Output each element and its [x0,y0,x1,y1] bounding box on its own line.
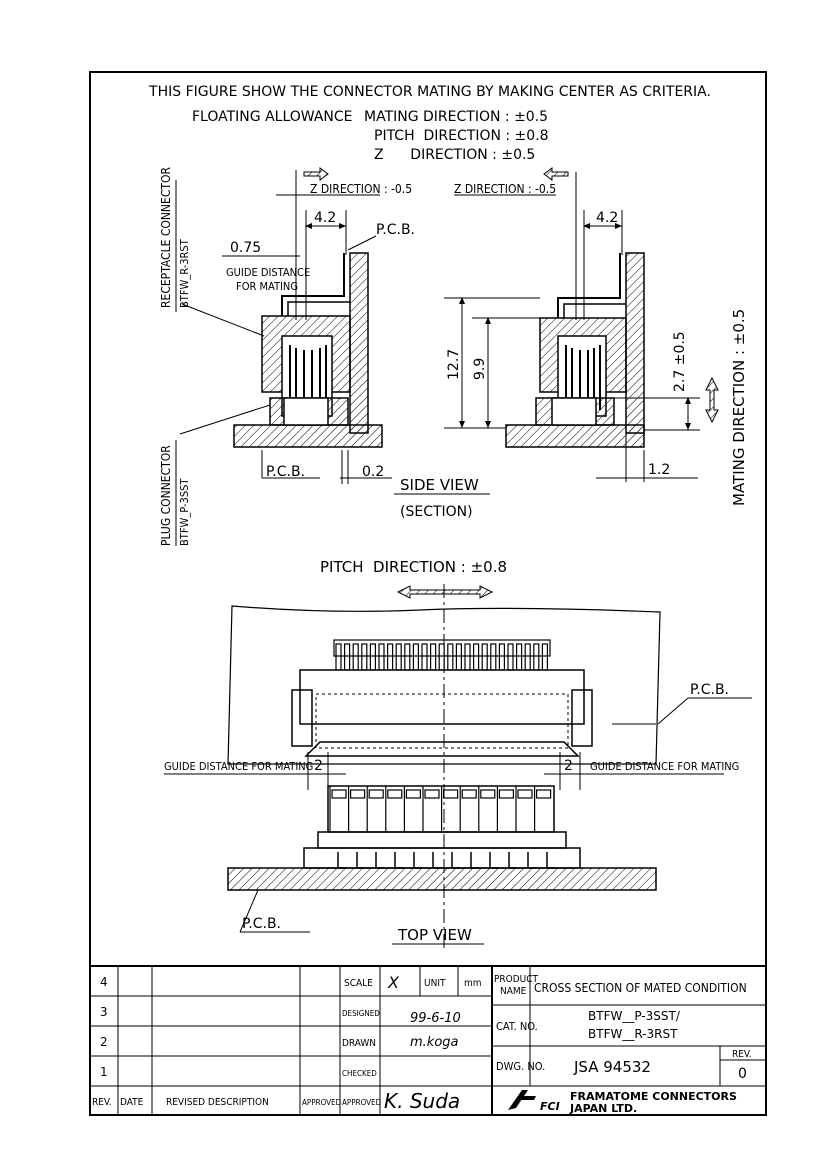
top-view-title: TOP VIEW [397,926,472,944]
title-block [90,965,766,1115]
dim-2-left: 2 [314,758,323,774]
pcb-label-top-view: P.C.B. [690,682,729,698]
pitch-direction-title: PITCH DIRECTION : ±0.8 [320,558,507,576]
side-view-right [505,252,645,448]
rev-row-1: 1 [100,1065,108,1079]
z-direction-arrow-left [303,167,329,181]
unit-value: mm [464,978,482,989]
guide-distance-label-1: GUIDE DISTANCE [226,266,310,279]
company-logo-text: FCI [540,1100,560,1113]
cat-no-2: BTFW__R-3RST [588,1027,678,1041]
plug-connector-label: PLUG CONNECTOR [159,445,173,546]
approved-label: APPROVED [342,1098,382,1107]
designed-date: 99-6-10 [410,1011,461,1026]
side-view-subtitle: (SECTION) [400,504,473,520]
company-name-1: FRAMATOME CONNECTORS [570,1090,737,1103]
mating-direction-vertical: MATING DIRECTION : ±0.5 [730,309,748,506]
header-note: THIS FIGURE SHOW THE CONNECTOR MATING BY… [148,84,711,100]
mating-direction-arrow [705,376,719,424]
pcb-label-top: P.C.B. [376,222,415,238]
pcb-label-bottom-top-view: P.C.B. [242,916,281,932]
product-name: CROSS SECTION OF MATED CONDITION [534,981,747,995]
top-view-pcb [227,605,661,765]
product-name-label-1: PRODUCT [494,974,539,985]
top-view-pcb-bottom [227,867,657,891]
rev-row-4: 4 [100,975,108,989]
designed-label: DESIGNED [342,1009,380,1018]
checked-label: CHECKED [342,1069,377,1078]
dim-2-right: 2 [564,758,573,774]
sheet-border [89,71,767,1116]
dim-1-2: 1.2 [648,462,670,478]
receptacle-part-number: BTFW_R-3RST [178,238,191,308]
rev-value: 0 [738,1066,747,1082]
floating-z: Z DIRECTION : ±0.5 [374,147,535,163]
guide-distance-right: GUIDE DISTANCE FOR MATING [590,760,739,773]
receptacle-connector-label: RECEPTACLE CONNECTOR [159,167,173,308]
col-date: DATE [120,1097,144,1108]
dim-4-2-left: 4.2 [314,210,336,226]
pcb-label-bottom: P.C.B. [266,464,305,480]
dim-0-75: 0.75 [230,240,261,256]
pcb-leader-right [657,697,689,725]
col-revised-description: REVISED DESCRIPTION [166,1097,269,1108]
scale-label: SCALE [344,978,373,989]
product-name-label-2: NAME [500,986,527,997]
cat-no-label: CAT. NO. [496,1020,538,1033]
top-view-plug [303,785,581,869]
rev-row-3: 3 [100,1005,108,1019]
cat-no-1: BTFW__P-3SST/ [588,1009,681,1023]
company-name-2: JAPAN LTD. [569,1102,637,1115]
approved-signature: K. Suda [384,1089,460,1113]
dim-12-7: 12.7 [446,349,462,380]
scale-value: X [387,973,400,992]
fci-logo-icon [508,1090,536,1110]
z-direction-left: Z DIRECTION : -0.5 [310,182,412,196]
col-rev: REV. [92,1097,112,1108]
dim-0-2: 0.2 [362,464,384,480]
guide-distance-label-2: FOR MATING [236,280,298,293]
pitch-direction-arrow [396,585,494,599]
dim-4-2-right: 4.2 [596,210,618,226]
guide-distance-left: GUIDE DISTANCE FOR MATING [164,760,313,773]
z-direction-arrow-right [543,167,569,181]
floating-pitch: PITCH DIRECTION : ±0.8 [374,128,549,144]
floating-mating: MATING DIRECTION : ±0.5 [364,109,548,125]
dwg-no-label: DWG. NO. [496,1060,545,1073]
dim-9-9: 9.9 [472,358,488,380]
plug-part-number: BTFW_P-3SST [178,478,191,546]
side-view-left-dimensions [179,170,392,484]
drawn-label: DRAWN [342,1038,376,1049]
top-view-guide-dims [164,752,724,790]
unit-label: UNIT [424,978,446,989]
dwg-no: JSA 94532 [573,1058,651,1076]
dim-2-7: 2.7 ±0.5 [672,331,688,392]
side-view-right-dimensions [444,172,700,482]
pcb-leader-bottom [239,889,259,933]
floating-allowance-label: FLOATING ALLOWANCE [192,109,353,125]
rev-row-2: 2 [100,1035,108,1049]
top-view-receptacle [291,639,656,757]
col-approved: APPROVED [302,1098,342,1107]
z-direction-right: Z DIRECTION : -0.5 [454,182,556,196]
rev-label: REV. [732,1049,752,1060]
drawn-by: m.koga [410,1035,459,1050]
side-view-title: SIDE VIEW [400,476,479,494]
